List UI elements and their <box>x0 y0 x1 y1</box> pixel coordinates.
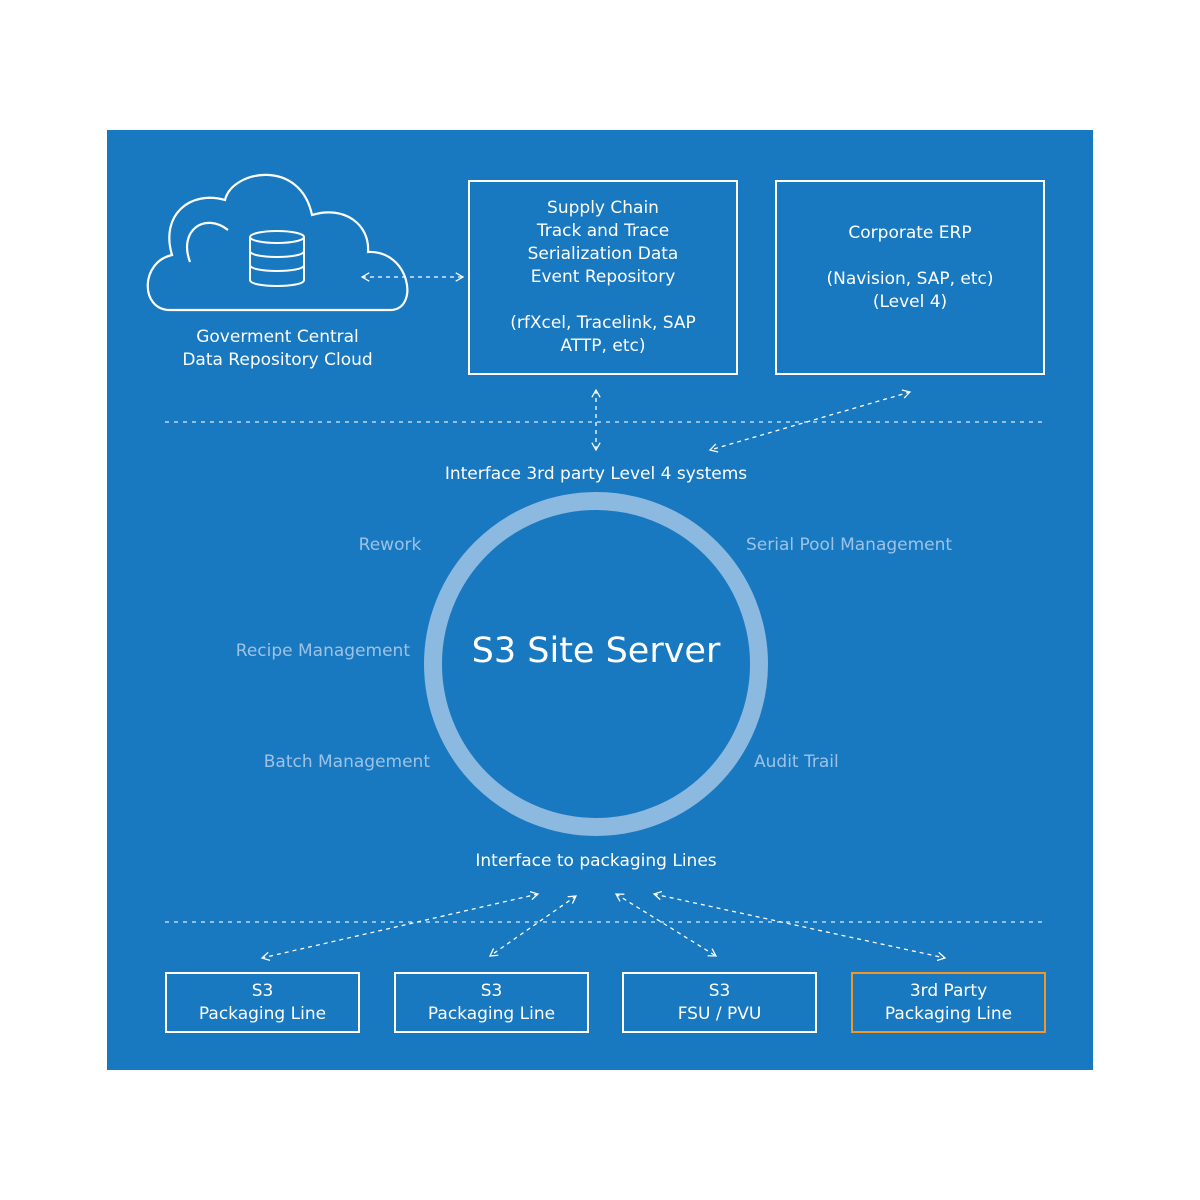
line-title: S3 <box>251 980 274 1001</box>
interface-bottom-label: Interface to packaging Lines <box>475 851 717 871</box>
feature-recipe: Recipe Management <box>235 641 410 661</box>
line-title: 3rd Party <box>909 980 988 1001</box>
feature-batch: Batch Management <box>263 752 430 772</box>
cloud-label-line2: Data Repository Cloud <box>182 350 373 370</box>
line-title: S3 <box>708 980 731 1001</box>
arrow-line4 <box>652 890 947 962</box>
interface-top-label: Interface 3rd party Level 4 systems <box>444 464 748 484</box>
arrow-line2 <box>488 895 578 957</box>
feature-serial-pool: Serial Pool Management <box>746 535 953 555</box>
line-title: S3 <box>480 980 503 1001</box>
feature-rework: Rework <box>358 535 422 555</box>
cloud-icon <box>146 173 409 312</box>
cloud-label-line1: Goverment Central <box>196 327 359 347</box>
line-subtitle: Packaging Line <box>198 1003 327 1024</box>
feature-audit: Audit Trail <box>754 752 839 772</box>
supply-chain-box: Supply Chain Track and Trace Serializati… <box>468 180 738 375</box>
line-subtitle: Packaging Line <box>427 1003 556 1024</box>
server-title: S3 Site Server <box>471 631 721 671</box>
server-ring <box>424 492 768 836</box>
supply-chain-text: Supply Chain Track and Trace Serializati… <box>510 198 696 356</box>
arrow-line3 <box>614 893 718 957</box>
erp-text: Corporate ERP (Navision, SAP, etc) (Leve… <box>826 222 994 312</box>
line-subtitle: FSU / PVU <box>677 1003 762 1024</box>
erp-box: Corporate ERP (Navision, SAP, etc) (Leve… <box>775 180 1045 375</box>
database-icon <box>249 230 305 287</box>
line-subtitle: Packaging Line <box>884 1003 1013 1024</box>
arrow-line1 <box>260 890 540 962</box>
arrow-erp-interface <box>708 389 912 453</box>
